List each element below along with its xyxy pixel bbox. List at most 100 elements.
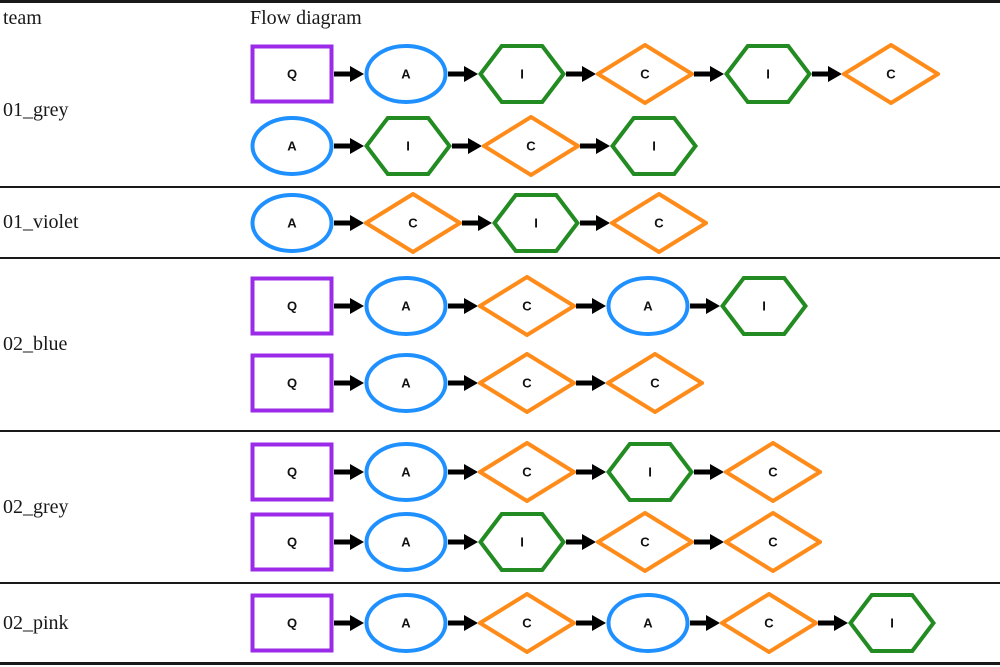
flow-arrow-icon	[576, 615, 606, 631]
flow-node-diamond: C	[478, 274, 576, 337]
flow-node-rect: Q	[250, 442, 334, 502]
flow-arrow-icon	[334, 375, 364, 392]
flow-node-label: A	[401, 298, 411, 313]
flow-node-label: C	[768, 535, 778, 550]
flow-node-ellipse: A	[250, 115, 334, 176]
flow-node-label: A	[401, 535, 411, 550]
flow-node-label: A	[401, 464, 411, 479]
flow-node-label: Q	[287, 464, 297, 479]
flow-node-rect: Q	[250, 353, 334, 413]
flow-node-diamond: C	[478, 440, 576, 503]
flow-node-label: C	[522, 298, 532, 313]
flow-node-label: I	[648, 464, 652, 479]
flow-arrow-icon	[334, 463, 364, 480]
flow-node-hexagon: I	[478, 512, 566, 573]
flow-arrow-icon	[448, 534, 478, 551]
flow-arrow-icon	[694, 534, 724, 551]
flow-node-hexagon: I	[610, 115, 698, 176]
flow-arrow-icon	[818, 615, 848, 631]
flow-node-label: A	[643, 616, 653, 631]
flow-arrow-icon	[566, 66, 596, 83]
flow-node-label: I	[890, 616, 894, 631]
team-name: 02_blue	[3, 333, 68, 355]
flow-node-label: C	[522, 376, 532, 391]
flow-node-rect: Q	[250, 512, 334, 572]
flow-node-label: Q	[287, 298, 297, 313]
flow-arrow-icon	[576, 297, 606, 314]
flow-arrow-icon	[566, 534, 596, 551]
flow-node-ellipse: A	[364, 353, 448, 414]
flow-node-label: C	[764, 616, 774, 631]
flow-node-ellipse: A	[364, 275, 448, 336]
flow-node-label: Q	[287, 616, 297, 631]
flow-node-label: C	[886, 67, 896, 82]
flow-node-hexagon: I	[364, 115, 452, 176]
flow-node-label: Q	[287, 376, 297, 391]
flow-arrow-icon	[580, 214, 610, 231]
flow-arrow-icon	[448, 615, 478, 631]
flow-node-rect: Q	[250, 593, 334, 653]
flow-node-label: C	[654, 215, 664, 230]
flow-node-label: C	[522, 464, 532, 479]
flow-node-label: A	[287, 215, 297, 230]
flow-node-hexagon: I	[606, 441, 694, 502]
flow-node-diamond: C	[596, 511, 694, 574]
flow-arrow-icon	[690, 297, 720, 314]
flow-node-label: I	[766, 67, 770, 82]
flow-node-diamond: C	[596, 43, 694, 106]
flow-node-label: I	[520, 67, 524, 82]
team-row: 01_violet A C I C	[0, 186, 1000, 257]
team-name: 02_grey	[3, 495, 69, 518]
flow-arrow-icon	[580, 137, 610, 154]
flow-node-label: C	[650, 376, 660, 391]
flow-node-label: I	[534, 215, 538, 230]
flow-node-diamond: C	[720, 592, 818, 654]
flow-arrow-icon	[334, 137, 364, 154]
team-column-header: team	[3, 7, 42, 29]
flow-node-diamond: C	[478, 352, 576, 415]
flow-node-label: C	[408, 215, 418, 230]
flow-node-diamond: C	[482, 114, 580, 177]
flow-node-label: C	[640, 67, 650, 82]
flow-node-diamond: C	[478, 592, 576, 654]
flow-node-rect: Q	[250, 44, 334, 104]
team-name: 02_pink	[3, 611, 69, 634]
flow-arrow-icon	[448, 375, 478, 392]
team-name: 01_violet	[3, 211, 79, 233]
table-header: team Flow diagram	[0, 3, 1000, 34]
flow-node-diamond: C	[606, 352, 704, 415]
flow-node-diamond: C	[364, 191, 462, 254]
flow-arrow-icon	[452, 137, 482, 154]
flow-arrow-icon	[576, 463, 606, 480]
flow-node-label: A	[287, 138, 297, 153]
flow-node-hexagon: I	[478, 44, 566, 105]
flow-node-label: C	[640, 535, 650, 550]
flow-node-label: Q	[287, 535, 297, 550]
flow-node-label: A	[401, 616, 411, 631]
flow-node-ellipse: A	[606, 593, 690, 653]
flow-node-label: A	[401, 376, 411, 391]
flow-node-label: C	[768, 464, 778, 479]
flow-arrow-icon	[448, 463, 478, 480]
flow-arrow-icon	[334, 615, 364, 631]
flow-node-label: A	[401, 67, 411, 82]
flow-node-label: I	[652, 138, 656, 153]
flow-diagram-column-header: Flow diagram	[250, 7, 362, 29]
flow-node-diamond: C	[842, 43, 940, 106]
flow-arrow-icon	[334, 214, 364, 231]
flow-node-diamond: C	[724, 440, 822, 503]
team-row: 02_pink Q A C A C I	[0, 582, 1000, 662]
flow-arrow-icon	[448, 66, 478, 83]
flow-arrow-icon	[690, 615, 720, 631]
team-name: 01_grey	[3, 98, 69, 121]
